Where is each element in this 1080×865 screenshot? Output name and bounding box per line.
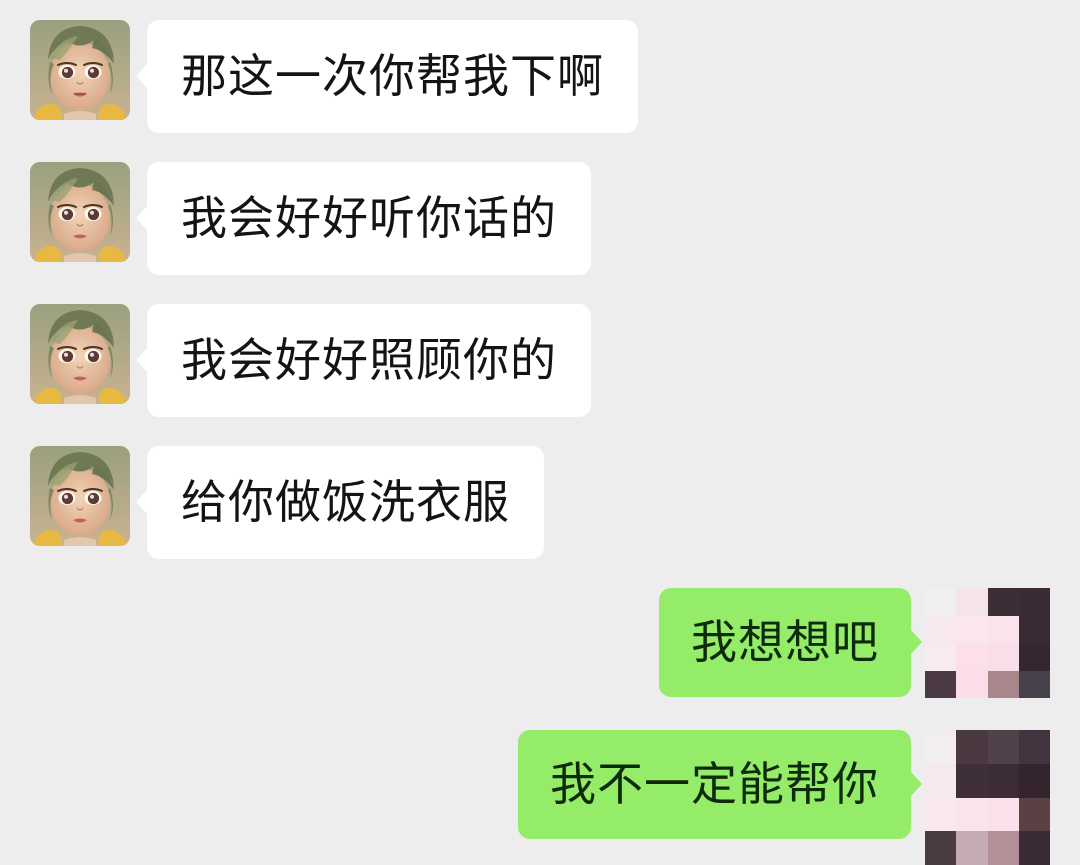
- message-bubble[interactable]: 那这一次你帮我下啊: [147, 20, 638, 133]
- anime-girl-avatar-icon: [30, 20, 130, 120]
- mosaic-block: [956, 831, 988, 865]
- mosaic-block: [925, 797, 957, 832]
- message-row: 那这一次你帮我下啊: [30, 20, 638, 133]
- mosaic-block: [1018, 615, 1050, 643]
- mosaic-block: [1018, 588, 1050, 616]
- anime-girl-avatar-icon: [30, 162, 130, 262]
- mosaic-block: [1018, 763, 1050, 798]
- avatar[interactable]: [30, 162, 130, 262]
- avatar[interactable]: [925, 588, 1050, 698]
- message-text: 我不一定能帮你: [550, 758, 879, 810]
- mosaic-block: [956, 763, 988, 798]
- message-text: 那这一次你帮我下啊: [181, 50, 604, 102]
- message-row: 我不一定能帮你: [518, 730, 1050, 865]
- anime-girl-avatar-icon: [30, 304, 130, 404]
- avatar[interactable]: [925, 730, 1050, 865]
- mosaic-block: [987, 588, 1019, 616]
- mosaic-block: [1018, 730, 1050, 764]
- mosaic-block: [987, 763, 1019, 798]
- message-bubble[interactable]: 我会好好听你话的: [147, 162, 591, 275]
- mosaic-block: [925, 588, 957, 616]
- mosaic-block: [925, 763, 957, 798]
- mosaic-block: [925, 831, 957, 865]
- message-bubble[interactable]: 给你做饭洗衣服: [147, 446, 544, 559]
- mosaic-block: [956, 730, 988, 764]
- message-row: 给你做饭洗衣服: [30, 446, 544, 559]
- mosaic-block: [987, 730, 1019, 764]
- avatar[interactable]: [30, 20, 130, 120]
- mosaic-block: [987, 670, 1019, 698]
- message-text: 我会好好听你话的: [181, 192, 557, 244]
- mosaic-block: [956, 670, 988, 698]
- message-bubble[interactable]: 我想想吧: [659, 588, 911, 697]
- mosaic-block: [925, 670, 957, 698]
- mosaic-block: [925, 643, 957, 671]
- mosaic-block: [956, 643, 988, 671]
- message-text: 给你做饭洗衣服: [181, 476, 510, 528]
- mosaic-block: [956, 615, 988, 643]
- mosaic-block: [925, 730, 957, 764]
- mosaic-block: [925, 615, 957, 643]
- mosaic-block: [987, 831, 1019, 865]
- message-row: 我会好好听你话的: [30, 162, 591, 275]
- message-text: 我会好好照顾你的: [181, 334, 557, 386]
- message-text: 我想想吧: [691, 616, 879, 668]
- avatar[interactable]: [30, 304, 130, 404]
- anime-girl-avatar-icon: [30, 446, 130, 546]
- mosaic-block: [1018, 670, 1050, 698]
- mosaic-block: [1018, 643, 1050, 671]
- message-bubble[interactable]: 我会好好照顾你的: [147, 304, 591, 417]
- message-row: 我想想吧: [659, 588, 1050, 698]
- mosaic-block: [1018, 797, 1050, 832]
- mosaic-block: [987, 643, 1019, 671]
- mosaic-block: [956, 588, 988, 616]
- message-bubble[interactable]: 我不一定能帮你: [518, 730, 911, 839]
- mosaic-block: [1018, 831, 1050, 865]
- message-row: 我会好好照顾你的: [30, 304, 591, 417]
- mosaic-block: [987, 615, 1019, 643]
- mosaic-block: [956, 797, 988, 832]
- mosaic-block: [987, 797, 1019, 832]
- avatar[interactable]: [30, 446, 130, 546]
